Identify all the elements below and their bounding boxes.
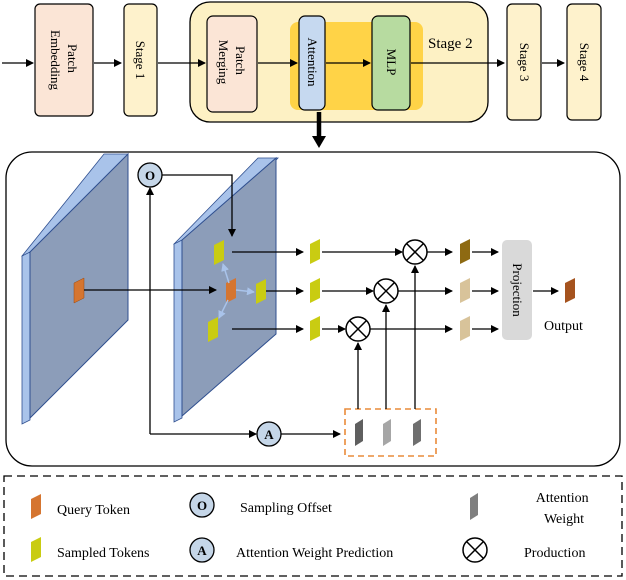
attention-box [298,15,326,111]
stage3-label: Stage 3 [517,43,532,82]
stage4-box [566,3,602,121]
legend-attention-weight-label: Attention Weight [536,491,592,527]
stage3-box [506,3,542,121]
sampled-token [214,240,224,265]
value-token [310,278,320,303]
patch-merging-box [206,15,258,113]
legend-sampling-offset-label: Sampling Offset [240,501,332,516]
legend-production-label: Production [524,546,585,561]
detail-panel: O [5,151,621,467]
legend-production-icon [462,537,488,563]
attention-weights-group [344,408,437,457]
legend-attention-weight-prediction-label: Attention Weight Prediction [236,546,393,561]
projection-label: Projection [510,263,525,317]
query-token [73,277,85,304]
attention-weight-token [383,419,391,446]
attention-weight-token [413,419,421,446]
legend-sampled-tokens-label: Sampled Tokens [57,546,149,561]
value-token [310,239,320,264]
stage2-label: Stage 2 [428,36,473,52]
attention-symbol: A [264,427,274,442]
projection-box [502,240,532,340]
stage1-label: Stage 1 [133,41,148,80]
output-label: Output [544,319,583,334]
offset-symbol: O [145,168,155,183]
pipeline: Patch Embedding Stage 1 Patch Merging At… [2,1,602,148]
legend-box [3,475,623,577]
weighted-value-token [460,239,470,264]
patch-embedding-box [34,3,94,117]
detail-container [5,151,621,467]
legend: Query Token Sampled Tokens O Sampling Of… [3,475,623,577]
legend-attention-weight-swatch [470,493,478,520]
legend-query-token-label: Query Token [57,503,130,518]
value-token [310,316,320,341]
patch-merging-label: Patch Merging [216,40,248,85]
stage4-label: Stage 4 [577,43,592,82]
patch-embedding-label: Patch Embedding [48,30,80,90]
sampled-token [208,317,218,342]
mlp-label: MLP [384,49,399,76]
legend-sampled-tokens-swatch [31,537,41,562]
stage1-box [123,3,158,117]
weighted-value-token [460,316,470,341]
attention-label: Attention [305,37,320,87]
weighted-value-token [460,278,470,303]
legend-attention-symbol: A [197,543,207,558]
query-token-projected [226,278,236,303]
attention-weight-token [355,419,363,446]
production-node [402,239,428,265]
production-node [345,316,371,342]
legend-attention-weight-prediction-icon [189,537,215,563]
output-token [565,278,575,303]
legend-offset-symbol: O [197,498,207,513]
legend-sampling-offset-icon [189,492,215,518]
production-node [373,278,399,304]
mlp-box [371,15,411,111]
sampled-token [256,279,266,304]
legend-query-token-swatch [31,494,41,519]
